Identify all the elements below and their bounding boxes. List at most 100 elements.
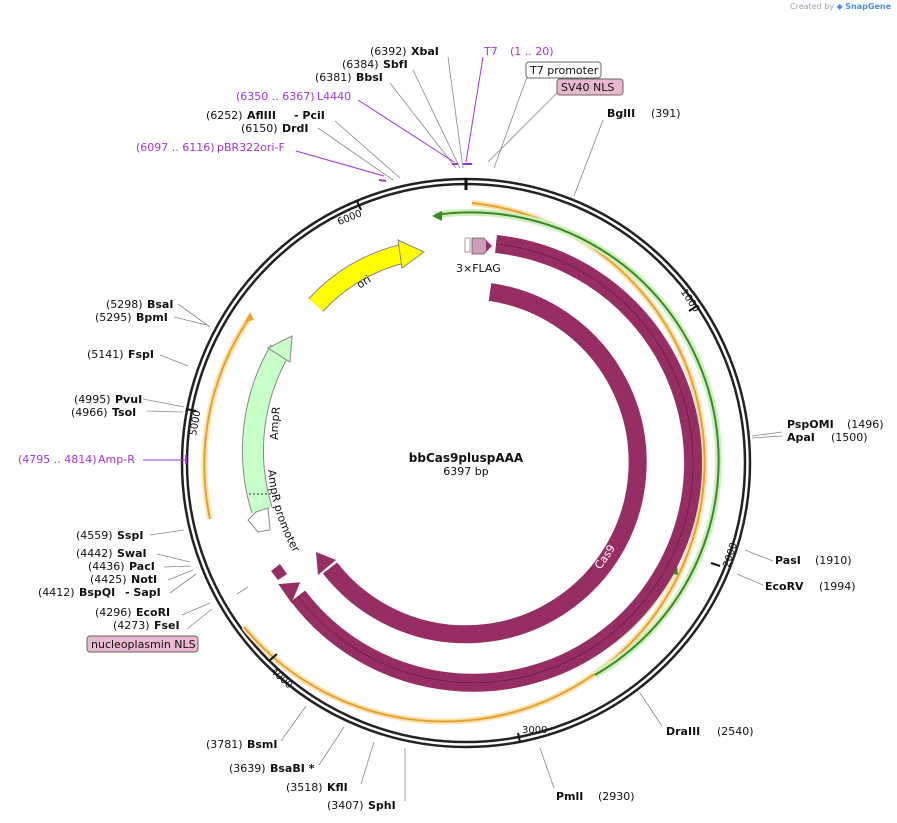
- primer-leaders: [143, 56, 484, 464]
- leader-sspi: [149, 529, 185, 536]
- enzyme-afliii-name: AflIII: [247, 109, 276, 122]
- tick-label-2000: 2000: [722, 541, 740, 569]
- enzyme-kfli-pos: (3518): [286, 781, 323, 794]
- t7-promoter-label: T7 promoter: [529, 64, 599, 77]
- ampr-promoter-label: AmpR promoter: [265, 469, 303, 555]
- sv40-nls-box: [556, 78, 624, 96]
- enzyme-pasi-name: PasI: [775, 554, 801, 567]
- enzyme-bsabi-pos: (3639): [229, 762, 266, 775]
- snapgene-brand: SnapGene: [845, 2, 891, 11]
- enzyme-draiii-pos: (2540): [717, 725, 754, 738]
- leader-fspi: [159, 354, 189, 367]
- enzyme-pspomi-pos: (1496): [847, 418, 884, 431]
- primer-pbr322-name: pBR322ori-F: [217, 141, 285, 154]
- enzyme-tsoi-pos: (4966): [71, 406, 108, 419]
- enzyme-afliii-pos: (6252): [206, 109, 243, 122]
- leader-bsmi: [280, 705, 307, 742]
- leader-apai: [751, 435, 783, 439]
- enzyme-fsei-name: FseI: [154, 619, 180, 632]
- tick-label-6000: 6000: [336, 208, 364, 228]
- snapgene-logo-icon: ◆: [836, 2, 843, 11]
- enzyme-pspomi-name: PspOMI: [787, 418, 834, 431]
- leader-t7: [465, 56, 484, 163]
- enzyme-sphi-pos: (3407): [327, 799, 364, 812]
- leader-kfli: [360, 741, 375, 785]
- enzyme-draiii-name: DraIII: [666, 725, 700, 738]
- green-band-glow: [434, 208, 723, 679]
- ori-label: ori: [354, 273, 373, 292]
- enzyme-bglii-pos: (391): [651, 107, 681, 120]
- leader-l4440: [357, 99, 455, 163]
- leader-ecorv: [736, 573, 764, 586]
- enzyme-bsai-pos: (5298): [106, 298, 143, 311]
- enzyme-ecori-name: EcoRI: [136, 606, 170, 619]
- nucleoplasmin-nls-label: nucleoplasmin NLS: [91, 638, 196, 651]
- enzyme-bspqi-extra: - SapI: [125, 586, 161, 599]
- enzyme-kfli-name: KflI: [327, 781, 348, 794]
- enzyme-afliii-extra: - PciI: [294, 109, 325, 122]
- enzyme-drdi-pos: (6150): [241, 122, 278, 135]
- enzyme-pmli-name: PmlI: [556, 790, 583, 803]
- tick-5000: [185, 408, 197, 412]
- tick-2000: [710, 562, 721, 567]
- leader-t7-promoter: [493, 76, 528, 169]
- leader-nucleoplasmin: [236, 586, 249, 595]
- primer-ampr-name: Amp-R: [98, 453, 135, 466]
- cas9-outer-outline: [297, 243, 694, 684]
- feature-boxes: T7 promoter SV40 NLS nucleoplasmin NLS: [86, 61, 624, 653]
- enzyme-bsabi-name: BsaBI *: [270, 762, 315, 775]
- enzyme-pvui-pos: (4995): [74, 393, 111, 406]
- enzyme-paci-name: PacI: [129, 560, 155, 573]
- enzyme-ecorv-name: EcoRV: [765, 580, 804, 593]
- tick-label-5000: 5000: [188, 410, 203, 437]
- enzyme-noti-name: NotI: [131, 573, 157, 586]
- primer-tick-pbr322: [378, 179, 387, 182]
- leader-bbsi: [389, 82, 457, 169]
- leader-paci: [163, 565, 192, 568]
- flag-label: 3×FLAG: [456, 262, 501, 275]
- leader-pmli: [539, 747, 555, 789]
- flag-marker-1: [464, 237, 471, 253]
- flag-marker-3: [486, 240, 492, 252]
- cas9-outer-arrowhead-icon: [278, 582, 301, 603]
- t7-promoter-box: [525, 61, 602, 79]
- leader-tsoi: [146, 410, 184, 413]
- enzyme-bspqi-pos: (4412): [38, 586, 75, 599]
- ampr-feature: AmpR AmpR promoter: [242, 335, 303, 555]
- ampr-promoter-arrow-icon: [247, 507, 271, 533]
- enzyme-fspi-name: FspI: [128, 348, 154, 361]
- tick-4000: [269, 653, 278, 661]
- leader-xbai: [447, 56, 464, 169]
- leader-bsai: [177, 303, 211, 328]
- leader-bsabi: [318, 726, 345, 766]
- enzyme-fspi-pos: (5141): [87, 348, 124, 361]
- enzyme-apai-pos: (1500): [831, 431, 868, 444]
- enzyme-pvui-name: PvuI: [115, 393, 142, 406]
- leader-noti: [167, 569, 194, 581]
- leader-bglii: [573, 119, 604, 197]
- leader-draiii: [639, 692, 663, 727]
- enzyme-swai-pos: (4442): [76, 547, 113, 560]
- enzyme-bbsi-name: BbsI: [356, 71, 383, 84]
- created-by-credit: Created by ◆ SnapGene: [790, 2, 891, 11]
- enzyme-noti-pos: (4425): [90, 573, 127, 586]
- enzyme-bsai-name: BsaI: [147, 298, 173, 311]
- leader-pasi: [744, 549, 774, 562]
- ampr-promoter-textpath: AmpR promoter: [265, 469, 303, 555]
- enzyme-bspqi-name: BspQI: [79, 586, 115, 599]
- enzyme-swai-name: SwaI: [117, 547, 147, 560]
- leader-sv40-nls: [487, 92, 558, 163]
- orange-band-outer: [243, 202, 706, 723]
- enzyme-pasi-pos: (1910): [815, 554, 852, 567]
- leader-swai: [156, 553, 191, 563]
- created-by-text: Created by: [790, 2, 835, 11]
- enzyme-xbai-pos: (6392): [370, 45, 407, 58]
- enzyme-ecori-pos: (4296): [95, 606, 132, 619]
- ori-arrowhead-icon: [397, 239, 425, 269]
- enzyme-sbfi-name: SbfI: [383, 58, 408, 71]
- ampr-arrowhead-icon: [266, 335, 293, 363]
- leader-pspomi: [751, 431, 783, 437]
- enzyme-sphi-name: SphI: [368, 799, 396, 812]
- enzyme-sspi-name: SspI: [117, 529, 143, 542]
